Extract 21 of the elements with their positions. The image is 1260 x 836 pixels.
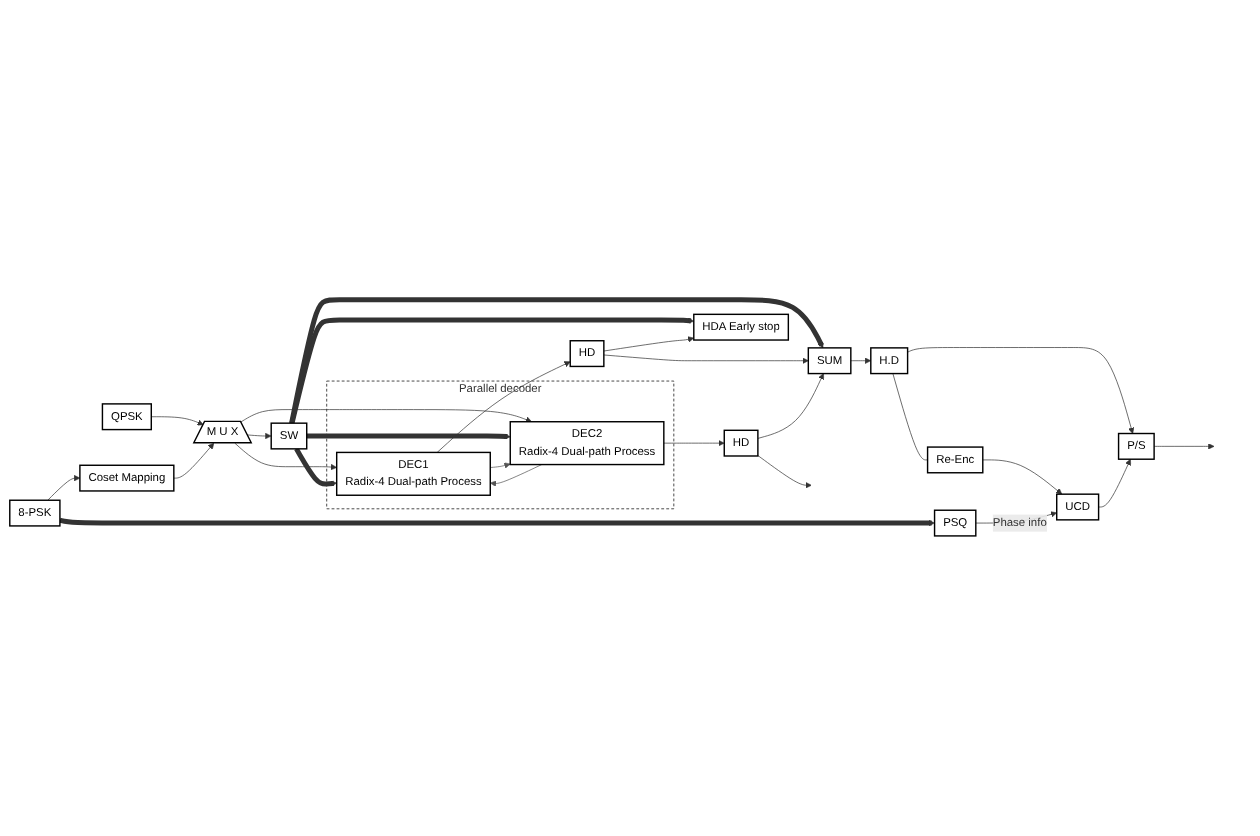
node-box xyxy=(9,499,61,527)
node-box xyxy=(926,446,984,474)
arrow xyxy=(289,297,824,424)
node-box xyxy=(693,313,790,341)
node-box xyxy=(1117,433,1155,461)
node-box xyxy=(270,422,308,450)
arrow xyxy=(294,447,337,487)
node-box xyxy=(509,421,665,466)
connector xyxy=(892,373,928,461)
arrow xyxy=(305,433,511,440)
cluster xyxy=(326,380,675,510)
node-box xyxy=(336,451,491,497)
node-box xyxy=(79,464,175,492)
node-box xyxy=(1056,493,1100,521)
node-box xyxy=(870,347,909,375)
arrow xyxy=(59,517,935,527)
node-box xyxy=(933,509,977,537)
node-box xyxy=(807,347,852,375)
node-box xyxy=(101,403,152,431)
node-box xyxy=(569,340,605,368)
node-box xyxy=(723,429,759,457)
